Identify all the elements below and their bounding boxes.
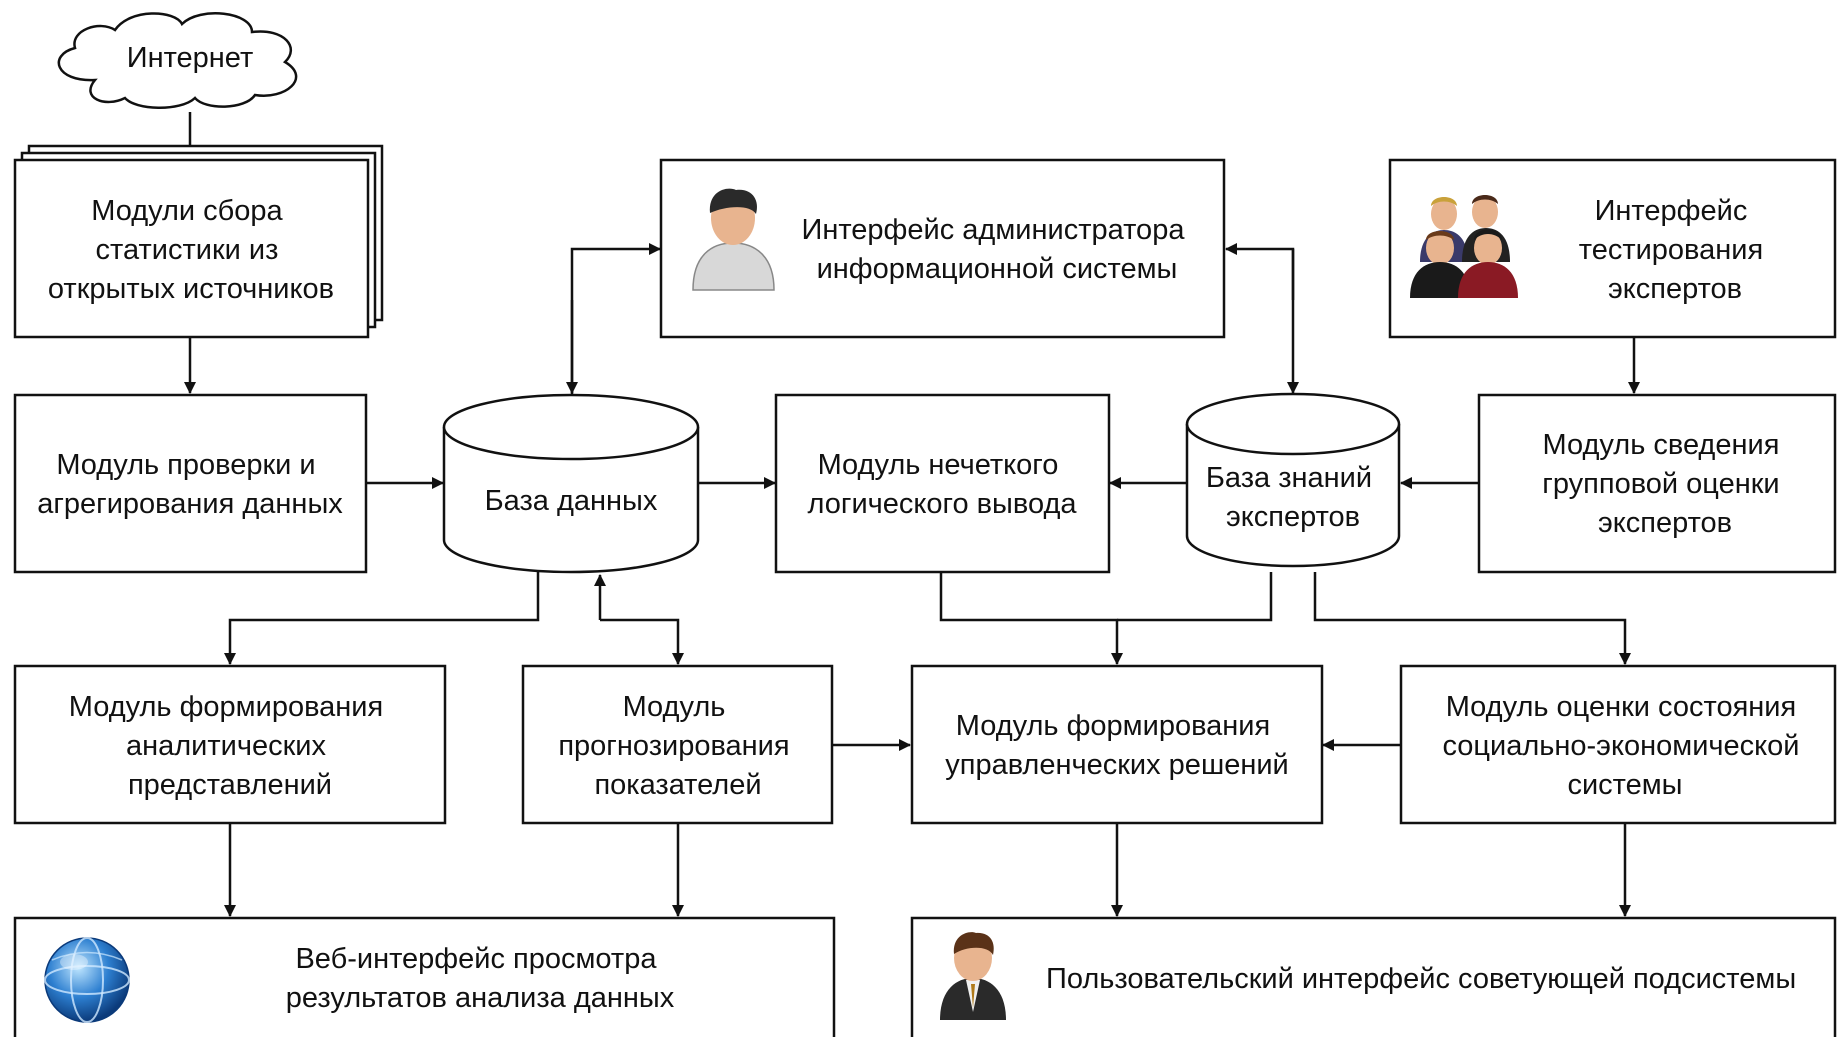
fuzzy-node: Модуль нечеткого логического вывода — [774, 393, 1111, 574]
svg-text:Интерфейс тестирования: Интерфейс тестирования экспертов — [1579, 195, 1772, 305]
database-icon — [1185, 392, 1401, 568]
svg-text:Модуль формирования анал: Модуль формирования аналитических предст… — [69, 691, 392, 801]
fuzzy-box — [774, 393, 1111, 574]
svg-text:База знаний экспертов: База знаний экспертов — [1206, 462, 1380, 533]
cloud-icon — [57, 12, 298, 109]
svg-text:Интернет: Интернет — [127, 42, 254, 74]
analytic-node: Модуль формирования аналитических предст… — [13, 664, 447, 825]
admin-label-line2: информационной системы — [817, 253, 1178, 285]
testing-label-line3: экспертов — [1608, 273, 1742, 305]
group-label-line2: групповой оценки — [1542, 468, 1779, 500]
verify-label-line1: Модуль проверки и — [56, 449, 315, 481]
db-label: База данных — [485, 485, 658, 517]
testing-node: Интерфейс тестирования экспертов — [1388, 158, 1837, 339]
analytic-label-line3: представлений — [128, 769, 332, 801]
group-box — [1477, 393, 1837, 574]
analytic-label-line1: Модуль формирования — [69, 691, 383, 723]
svg-text:Модуль нечеткого логичес: Модуль нечеткого логического вывода — [807, 449, 1077, 520]
svg-text:Модуль оценки состояния: Модуль оценки состояния социально-эконом… — [1442, 691, 1807, 801]
state-label-line3: системы — [1567, 769, 1682, 801]
admin-label-line1: Интерфейс администратора — [801, 214, 1185, 246]
svg-text:Модуль проверки и агреги: Модуль проверки и агрегирования данных — [37, 449, 343, 520]
arrow-fuzzy-to-decisions — [939, 572, 1123, 665]
admin-node: Интерфейс администратора информационной … — [659, 158, 1226, 339]
web-node: Веб-интерфейс просмотра результатов анал… — [13, 916, 836, 1037]
forecast-label-line2: прогнозирования — [558, 730, 789, 762]
verify-box — [13, 393, 368, 574]
group-node: Модуль сведения групповой оценки эксперт… — [1477, 393, 1837, 574]
globe-icon — [44, 937, 130, 1023]
testing-label-line2: тестирования — [1579, 234, 1763, 266]
decisions-label-line2: управленческих решений — [945, 749, 1289, 781]
testing-label-line1: Интерфейс — [1595, 195, 1748, 227]
businessman-icon — [940, 932, 1006, 1020]
svg-text:Модуль сведения группово: Модуль сведения групповой оценки эксперт… — [1542, 429, 1787, 539]
svg-text:Пользовательский интерфейс сов: Пользовательский интерфейс советующей по… — [1046, 963, 1796, 995]
verify-node: Модуль проверки и агрегирования данных — [13, 393, 368, 574]
user-label: Пользовательский интерфейс советующей по… — [1046, 963, 1796, 995]
arrow-db-to-forecast — [600, 618, 684, 665]
forecast-label-line3: показателей — [594, 769, 761, 801]
collect-label-line2: статистики из — [96, 234, 279, 266]
fuzzy-label-line1: Модуль нечеткого — [818, 449, 1059, 481]
svg-text:Интерфейс администратора: Интерфейс администратора информационной … — [801, 214, 1192, 285]
state-node: Модуль оценки состояния социально-эконом… — [1399, 664, 1837, 825]
arrow-db-to-analytic — [224, 572, 540, 665]
internet-node: Интернет — [57, 12, 298, 109]
fuzzy-label-line2: логического вывода — [807, 488, 1077, 520]
arrow-kb-to-admin — [1225, 243, 1295, 300]
forecast-node: Модуль прогнозирования показателей — [521, 664, 834, 825]
group-label-line3: экспертов — [1598, 507, 1732, 539]
decisions-box — [910, 664, 1324, 825]
kb-node: База знаний экспертов — [1185, 392, 1401, 568]
user-node: Пользовательский интерфейс советующей по… — [910, 916, 1837, 1037]
group-label-line1: Модуль сведения — [1543, 429, 1780, 461]
state-label-line2: социально-экономической — [1442, 730, 1799, 762]
svg-text:Модуль прогнозирования: Модуль прогнозирования показателей — [558, 691, 797, 801]
user-box — [910, 916, 1837, 1037]
state-box — [1399, 664, 1837, 825]
line-kb-to-decisions — [1117, 572, 1273, 622]
forecast-box — [521, 664, 834, 825]
svg-text:Модуль формирования упра: Модуль формирования управленческих решен… — [945, 710, 1289, 781]
database-icon — [442, 393, 700, 574]
analytic-box — [13, 664, 447, 825]
svg-text:Веб-интерфейс просмотра: Веб-интерфейс просмотра результатов анал… — [286, 943, 675, 1014]
admin-user-icon — [692, 188, 775, 291]
collect-box — [13, 158, 370, 339]
decisions-node: Модуль формирования управленческих решен… — [910, 664, 1324, 825]
decisions-label-line1: Модуль формирования — [956, 710, 1270, 742]
collect-label-line1: Модули сбора — [91, 195, 283, 227]
internet-label: Интернет — [127, 42, 254, 74]
db-node: База данных — [442, 393, 700, 574]
arrow-kb-to-state — [1313, 572, 1631, 665]
kb-label-line1: База знаний — [1206, 462, 1372, 494]
web-label-line1: Веб-интерфейс просмотра — [295, 943, 657, 975]
analytic-label-line2: аналитических — [126, 730, 326, 762]
experts-group-icon — [1410, 195, 1518, 298]
arrow-db-to-admin — [570, 243, 661, 395]
kb-label-line2: экспертов — [1226, 501, 1360, 533]
state-label-line1: Модуль оценки состояния — [1446, 691, 1797, 723]
forecast-label-line1: Модуль — [623, 691, 726, 723]
web-box — [13, 916, 836, 1037]
web-label-line2: результатов анализа данных — [286, 982, 675, 1014]
svg-text:База данных: База данных — [485, 485, 658, 517]
collect-label-line3: открытых источников — [48, 273, 334, 305]
collect-node: Модули сбора статистики из открытых исто… — [13, 144, 384, 339]
connectors — [184, 112, 1640, 917]
svg-text:Модули сбора статистики: Модули сбора статистики из открытых исто… — [48, 195, 334, 305]
verify-label-line2: агрегирования данных — [37, 488, 343, 520]
